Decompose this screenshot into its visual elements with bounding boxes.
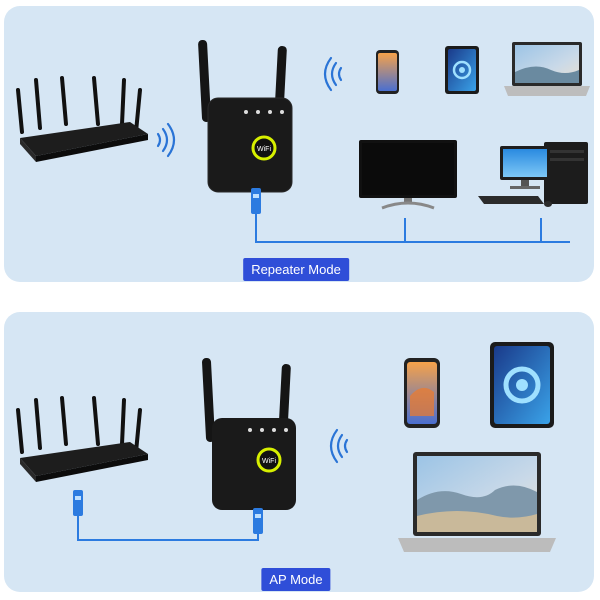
smartphone-icon xyxy=(404,358,440,428)
network-cable xyxy=(77,516,259,541)
tablet-icon xyxy=(445,46,479,94)
smartphone-icon xyxy=(376,50,399,94)
ethernet-plug-icon xyxy=(253,508,263,534)
ethernet-plug-icon xyxy=(251,188,261,214)
desktop-pc-icon xyxy=(478,142,588,207)
ap-mode-label: AP Mode xyxy=(261,568,331,591)
wifi-waves-icon xyxy=(329,428,349,464)
ethernet-plug-icon xyxy=(73,490,83,516)
extender-logo: WiFi xyxy=(262,458,276,465)
extender-logo: WiFi xyxy=(257,146,271,153)
wifi-waves-icon xyxy=(156,122,176,158)
network-cable xyxy=(255,214,570,243)
wifi-waves-icon xyxy=(323,56,343,92)
tablet-icon xyxy=(490,342,554,428)
extender-icon: WiFi xyxy=(202,357,296,510)
laptop-icon xyxy=(504,42,590,96)
laptop-icon xyxy=(398,452,556,552)
router-icon xyxy=(16,396,148,482)
repeater-mode-label: Repeater Mode xyxy=(243,258,349,281)
router-icon xyxy=(16,76,148,162)
monitor-icon xyxy=(359,140,457,210)
extender-icon: WiFi xyxy=(198,39,293,193)
